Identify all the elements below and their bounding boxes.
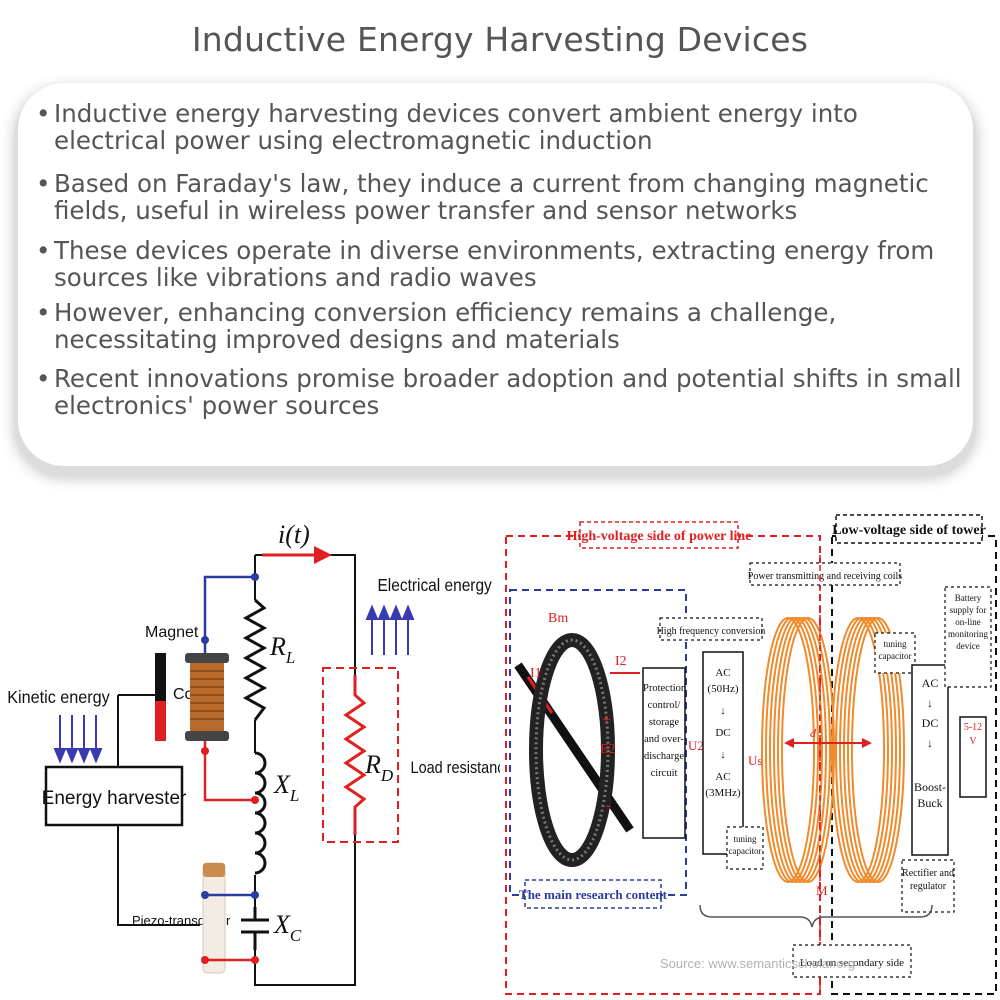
summary-card xyxy=(18,83,973,466)
xc-label: XC xyxy=(273,910,302,945)
rectifier-block xyxy=(911,664,949,856)
battery-label: Battery supply for on-line monitoring de… xyxy=(948,593,988,651)
electrical-energy-label: Electrical energy xyxy=(377,575,492,595)
magnet-label: Magnet xyxy=(145,624,199,641)
d-label: d xyxy=(810,726,817,740)
kinetic-energy-arrows xyxy=(53,715,103,764)
bullet-dot-icon: • xyxy=(36,236,51,265)
tuning-cap-left-label: tuning capacitor xyxy=(728,834,762,856)
protection-block xyxy=(642,667,686,839)
down-arrow-icon: ↓ xyxy=(720,705,726,717)
e2-label: E2 xyxy=(600,742,616,757)
lv-side-label: Low-voltage side of tower xyxy=(832,523,986,538)
bullet-dot-icon: • xyxy=(36,169,51,198)
bullet-dot-icon: • xyxy=(36,364,51,393)
svg-text:+: + xyxy=(602,712,611,729)
tuning-cap-right-label: tuning capacitor xyxy=(878,639,912,661)
piezo-transducer-image xyxy=(202,862,226,974)
dc-right-label: DC xyxy=(921,716,939,730)
hv-side-label: High-voltage side of power line xyxy=(567,529,752,544)
main-research-label: The main research content xyxy=(519,887,668,902)
bullet-item: •However, enhancing conversion efficienc… xyxy=(36,299,971,353)
rd-label: RD xyxy=(364,750,394,785)
receiving-coil xyxy=(831,617,905,883)
boost-buck-label: Boost-Buck xyxy=(913,780,946,810)
bullet-dot-icon: • xyxy=(36,298,51,327)
voltage-label: 5-12 V xyxy=(963,722,983,747)
protection-label: Protection control/ storage and over-dis… xyxy=(643,683,685,779)
power-coils-label: Power transmitting and receiving coils xyxy=(748,571,903,582)
bullet-dot-icon: • xyxy=(36,99,51,128)
xl-label: XL xyxy=(273,770,299,805)
i2-label: I2 xyxy=(615,654,627,669)
i1-label: I1 xyxy=(530,666,542,681)
bm-label: Bm xyxy=(548,611,568,626)
energy-harvester-label: Energy harvester xyxy=(42,788,187,809)
ac-mid-label: AC (3MHz) xyxy=(705,771,741,799)
load-resistance-label: Load resistance xyxy=(411,759,500,777)
source-label: Source: www.semanticscholar.org xyxy=(660,956,855,971)
down-arrow-icon: ↓ xyxy=(720,749,726,761)
coil-image xyxy=(185,653,229,741)
bullet-text: These devices operate in diverse environ… xyxy=(54,236,935,292)
u2-label: U2 xyxy=(688,738,704,753)
ac-right-label: AC xyxy=(921,676,939,690)
bullet-text: Inductive energy harvesting devices conv… xyxy=(54,99,858,155)
resistor-rl xyxy=(242,598,268,721)
bullet-text: Based on Faraday's law, they induce a cu… xyxy=(54,169,929,225)
ac50-label: AC (50Hz) xyxy=(707,667,739,695)
down-arrow-icon: ↓ xyxy=(927,736,933,750)
load-secondary-label: Load on secondary side xyxy=(800,957,904,969)
coil-blue-wire xyxy=(203,575,255,653)
kinetic-energy-label: Kinetic energy xyxy=(7,687,110,707)
bullet-text: However, enhancing conversion efficiency… xyxy=(54,298,837,354)
us-label: Us xyxy=(748,753,762,768)
capacitor-xc xyxy=(241,907,269,950)
rl-label: RL xyxy=(269,632,295,667)
dc-mid-label: DC xyxy=(715,727,731,739)
harvester-circuit-diagram: i(t) RL XL XC RD Load resistance Electri… xyxy=(7,520,500,986)
load-dashed-box xyxy=(322,667,399,843)
resistor-rd xyxy=(343,675,367,835)
voltage-box xyxy=(959,716,987,798)
rectifier-label: Rectifier and regulator xyxy=(902,868,954,892)
bullet-item: •Inductive energy harvesting devices con… xyxy=(36,100,971,154)
magnet-top xyxy=(155,653,166,701)
hf-converter-block xyxy=(702,651,744,855)
bullet-text: Recent innovations promise broader adopt… xyxy=(54,364,962,420)
bullet-list: •Inductive energy harvesting devices con… xyxy=(36,100,971,419)
current-arrow-head-icon xyxy=(314,546,332,564)
transmitting-coil xyxy=(761,617,835,883)
hf-conversion-label: High frequency conversion xyxy=(657,626,766,637)
coil-red-wire xyxy=(203,741,255,802)
bullet-item: •Based on Faraday's law, they induce a c… xyxy=(36,170,971,224)
page-title: Inductive Energy Harvesting Devices xyxy=(191,20,809,59)
energy-harvester-box xyxy=(44,765,184,827)
m-label: M xyxy=(816,883,828,898)
bullet-item: •These devices operate in diverse enviro… xyxy=(36,237,971,291)
svg-text:-: - xyxy=(606,797,611,814)
current-label: i(t) xyxy=(278,520,310,549)
power-line-system-diagram: High-voltage side of power line Low-volt… xyxy=(505,514,997,995)
down-arrow-icon: ↓ xyxy=(927,696,933,710)
energy-out-arrows xyxy=(365,604,415,655)
magnet-bottom xyxy=(155,701,166,741)
bullet-item: •Recent innovations promise broader adop… xyxy=(36,365,971,419)
inductor-xl xyxy=(254,751,267,875)
